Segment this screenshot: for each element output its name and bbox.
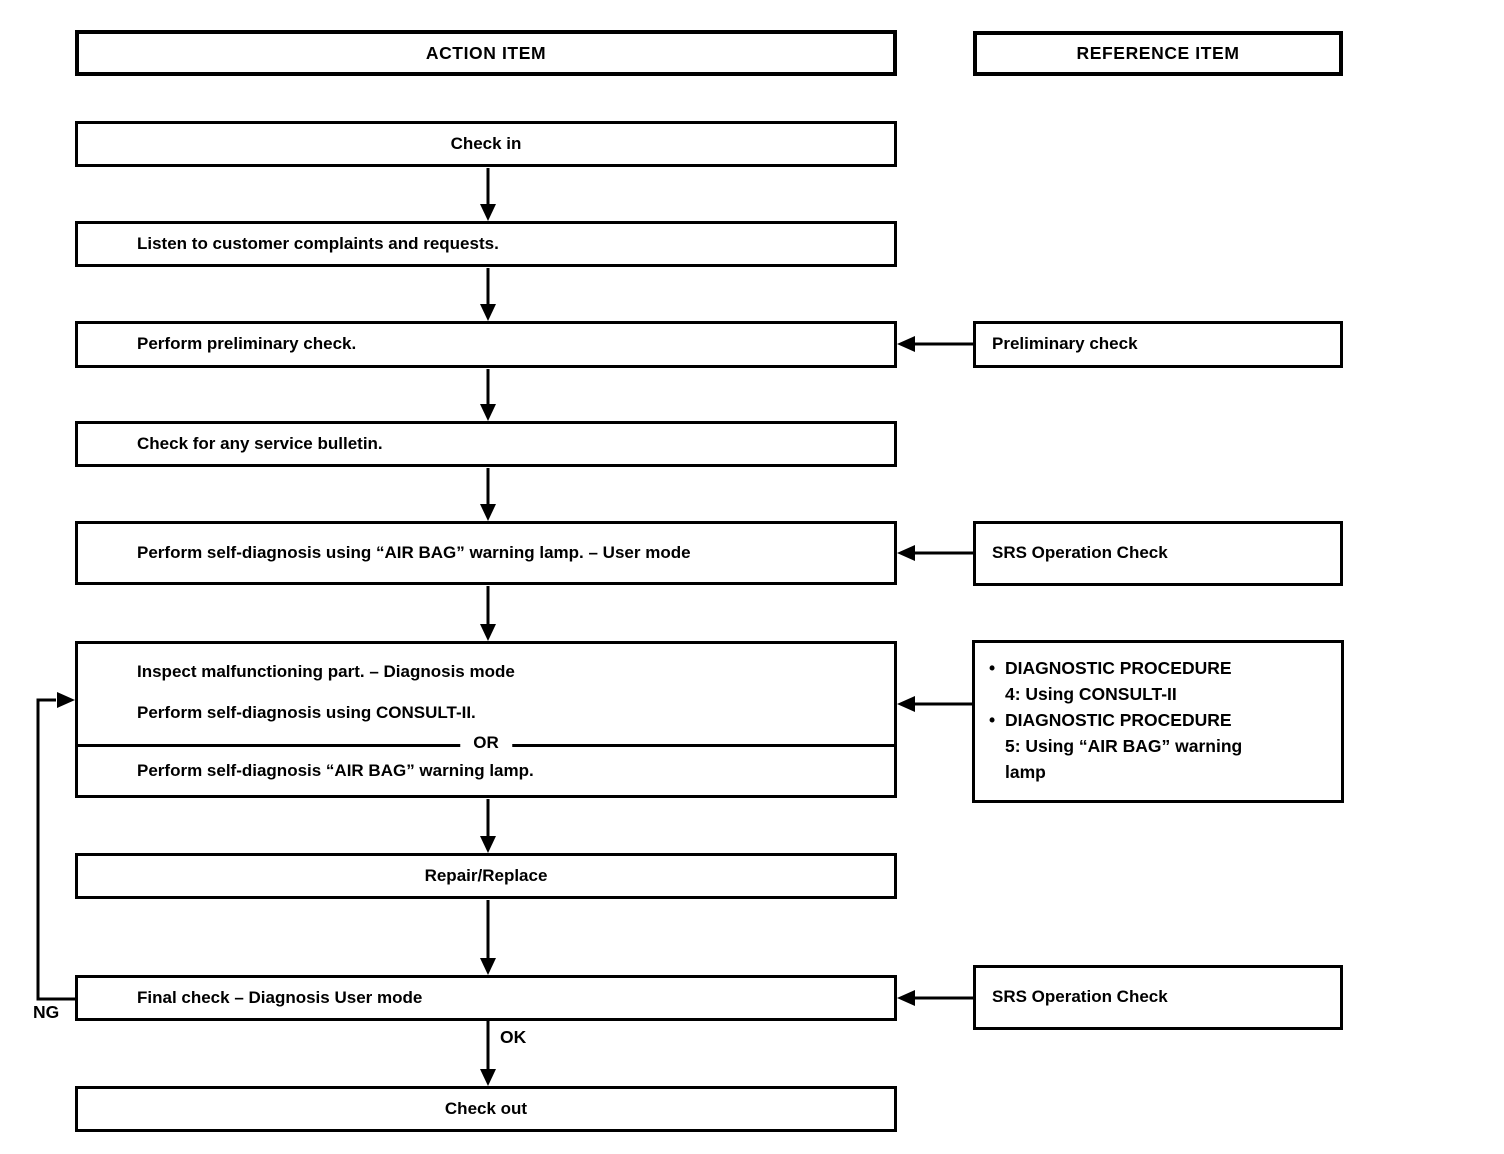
ref-preliminary-check-label: Preliminary check — [992, 334, 1138, 354]
inspect-line-consult-ii: Perform self-diagnosis using CONSULT-II. — [137, 703, 476, 722]
step-repair-replace: Repair/Replace — [75, 853, 897, 899]
diagnostic-procedure-4-title: DIAGNOSTIC PROCEDURE — [1005, 658, 1232, 678]
diagnostic-procedure-item: • DIAGNOSTIC PROCEDURE 4: Using CONSULT-… — [989, 655, 1331, 707]
step-repair-replace-label: Repair/Replace — [424, 865, 548, 885]
step-check-out: Check out — [75, 1086, 897, 1132]
action-item-header: ACTION ITEM — [75, 30, 897, 76]
step-check-in-label: Check in — [450, 133, 522, 153]
reference-item-header: REFERENCE ITEM — [973, 31, 1343, 76]
ng-edge-label: NG — [33, 1002, 60, 1023]
ref-srs-operation-check-2: SRS Operation Check — [973, 965, 1343, 1030]
step-inspect-malfunctioning-part: Inspect malfunctioning part. – Diagnosis… — [75, 641, 897, 798]
step-check-out-label: Check out — [444, 1098, 528, 1118]
flow-arrow-finalcheck-to-checkout — [480, 1021, 496, 1086]
flow-arrow-repair-to-finalcheck — [480, 900, 496, 975]
inspect-line-diagnosis-mode: Inspect malfunctioning part. – Diagnosis… — [137, 662, 515, 681]
step-self-diagnosis-user-mode-label: Perform self-diagnosis using “AIR BAG” w… — [137, 542, 691, 562]
step-preliminary-check: Perform preliminary check. — [75, 321, 897, 368]
ref-arrow-preliminary — [897, 336, 973, 352]
ref-srs-operation-check-1-label: SRS Operation Check — [992, 543, 1168, 563]
ref-srs-operation-check-1: SRS Operation Check — [973, 521, 1343, 586]
step-service-bulletin-label: Check for any service bulletin. — [137, 433, 383, 453]
step-self-diagnosis-user-mode: Perform self-diagnosis using “AIR BAG” w… — [75, 521, 897, 585]
flow-arrow-bulletin-to-selfdiag — [480, 468, 496, 521]
flow-arrow-checkin-to-listen — [480, 168, 496, 221]
or-label: OR — [460, 733, 512, 754]
flow-arrow-listen-to-preliminary — [480, 268, 496, 321]
step-preliminary-check-label: Perform preliminary check. — [137, 334, 357, 354]
reference-item-header-label: REFERENCE ITEM — [1076, 43, 1240, 63]
ng-loop-line — [36, 692, 75, 1001]
flow-arrow-inspect-to-repair — [480, 799, 496, 853]
inspect-line-warning-lamp: Perform self-diagnosis “AIR BAG” warning… — [137, 761, 534, 780]
flow-arrow-preliminary-to-bulletin — [480, 369, 496, 421]
step-listen-complaints: Listen to customer complaints and reques… — [75, 221, 897, 267]
diagnostic-procedure-4-subtitle: 4: Using CONSULT-II — [1005, 684, 1177, 704]
diagnostic-procedure-5-title: DIAGNOSTIC PROCEDURE — [1005, 710, 1232, 730]
ref-preliminary-check: Preliminary check — [973, 321, 1343, 368]
ref-arrow-srs-check-2 — [897, 990, 973, 1006]
step-check-in: Check in — [75, 121, 897, 167]
bullet-icon: • — [989, 658, 996, 678]
step-final-check: Final check – Diagnosis User mode — [75, 975, 897, 1021]
flow-arrow-selfdiag-to-inspect — [480, 586, 496, 641]
step-service-bulletin: Check for any service bulletin. — [75, 421, 897, 467]
bullet-icon: • — [989, 710, 996, 730]
action-item-header-label: ACTION ITEM — [425, 42, 547, 63]
ok-edge-label: OK — [500, 1027, 527, 1048]
step-final-check-label: Final check – Diagnosis User mode — [137, 987, 423, 1007]
ref-arrow-srs-check-1 — [897, 545, 973, 561]
ref-arrow-diagnostic-procedure — [897, 696, 972, 712]
ref-srs-operation-check-2-label: SRS Operation Check — [992, 987, 1168, 1007]
diagnostic-procedure-item: • DIAGNOSTIC PROCEDURE 5: Using “AIR BAG… — [989, 707, 1331, 785]
step-listen-complaints-label: Listen to customer complaints and reques… — [137, 233, 499, 253]
diagnostic-procedure-5-subtitle: 5: Using “AIR BAG” warning lamp — [1005, 736, 1243, 782]
ref-diagnostic-procedures: • DIAGNOSTIC PROCEDURE 4: Using CONSULT-… — [972, 640, 1344, 803]
